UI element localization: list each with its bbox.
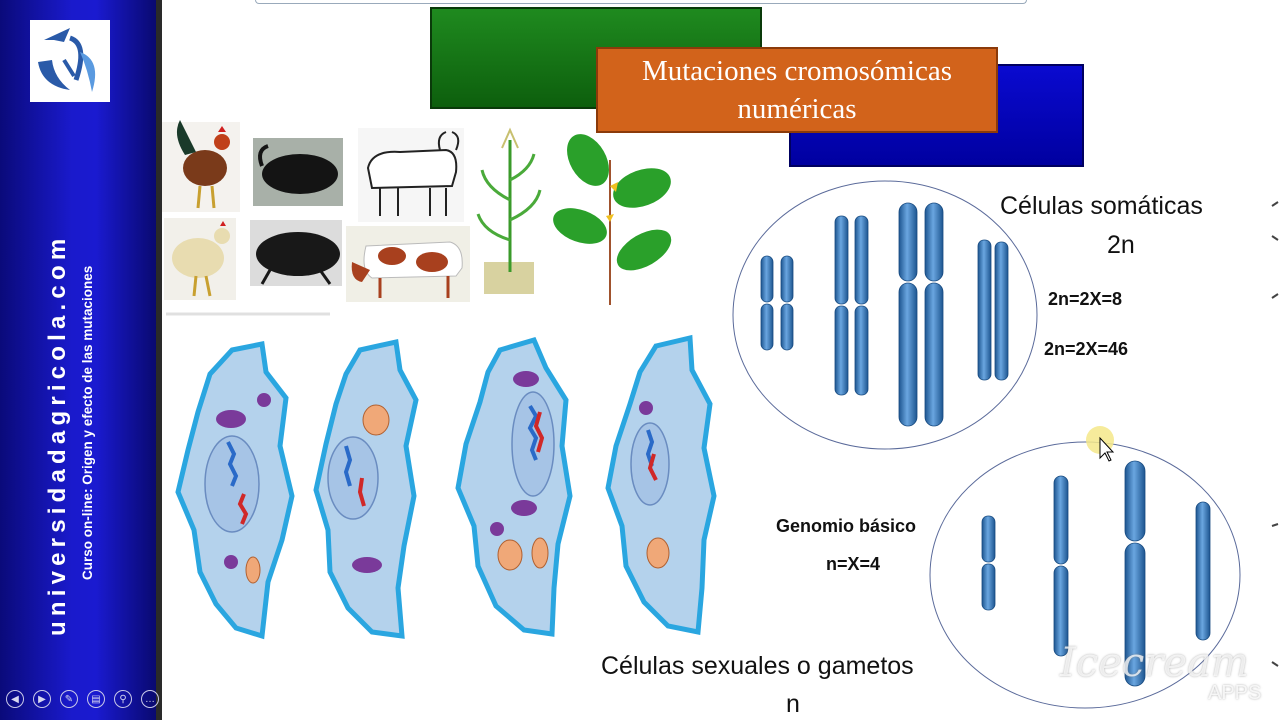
more-options-icon[interactable]: … xyxy=(141,690,159,708)
cell-1 xyxy=(175,341,295,640)
slide-title: Mutaciones cromosómicas numéricas xyxy=(641,55,953,125)
cow-image xyxy=(346,226,470,302)
corn-plant-image xyxy=(476,127,542,294)
leafy-plant-drawing xyxy=(553,134,672,305)
slides-grid-icon[interactable]: ▤ xyxy=(87,690,105,708)
cell-2 xyxy=(313,338,419,639)
cell-3 xyxy=(455,336,573,637)
somatic-cell-ellipse xyxy=(732,180,1038,450)
cell-4 xyxy=(605,334,717,635)
gamete-chromosomes xyxy=(981,460,1211,687)
rooster-image xyxy=(162,120,240,212)
formula-46-label: 2n=2X=46 xyxy=(1044,339,1129,359)
bull-drawing-image xyxy=(358,128,464,222)
gametes-label: Células sexuales o gametos xyxy=(601,652,914,680)
hen-image xyxy=(164,218,236,300)
watermark-sub: APPS xyxy=(1208,682,1262,704)
next-slide-icon[interactable]: ▶ xyxy=(33,690,51,708)
somatic-ploidy-label: 2n xyxy=(1107,231,1135,259)
basic-genome-formula: n=X=4 xyxy=(826,554,881,574)
somatic-cells-label: Células somáticas xyxy=(1000,192,1203,220)
edge-marks xyxy=(1271,201,1279,667)
zoom-icon[interactable]: ⚲ xyxy=(114,690,132,708)
logo xyxy=(30,20,110,102)
somatic-chromosomes xyxy=(760,202,1009,427)
presentation-controls: ◀ ▶ ✎ ▤ ⚲ … xyxy=(6,690,159,708)
logo-icon xyxy=(38,28,96,92)
sidebar xyxy=(0,0,160,720)
previous-slide-icon[interactable]: ◀ xyxy=(6,690,24,708)
basic-genome-label: Genomio básico xyxy=(776,516,917,536)
sidebar-edge xyxy=(156,0,162,720)
slide-title-box: Mutaciones cromosómicas numéricas xyxy=(596,47,998,133)
watermark-logo: Icecream xyxy=(1060,640,1249,686)
beetle-image-1 xyxy=(253,138,343,206)
gametes-ploidy-label: n xyxy=(786,690,800,718)
mouse-cursor-icon xyxy=(1086,426,1115,462)
pen-icon[interactable]: ✎ xyxy=(60,690,78,708)
formula-8-label: 2n=2X=8 xyxy=(1048,289,1123,309)
gamete-cell-ellipse xyxy=(929,441,1241,709)
beetle-image-2 xyxy=(250,220,342,286)
